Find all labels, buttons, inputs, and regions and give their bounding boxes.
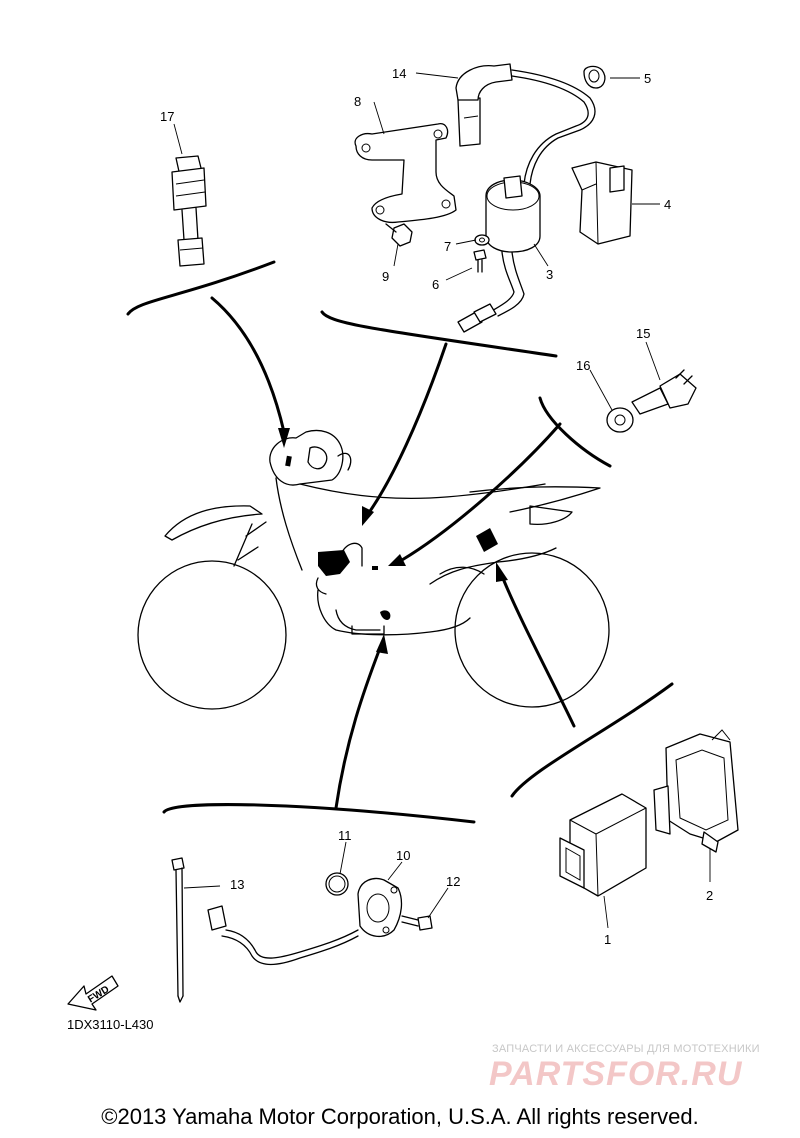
relay-location xyxy=(285,455,292,467)
group-brackets xyxy=(126,260,674,824)
part-6-screw xyxy=(473,249,487,273)
part-15-sensor xyxy=(631,369,697,415)
engine-front xyxy=(315,577,327,595)
pickup-location xyxy=(380,610,391,620)
callout-8: 8 xyxy=(354,94,361,109)
spark-plug-lead xyxy=(511,69,596,185)
frame-front xyxy=(275,477,303,571)
callout-11: 11 xyxy=(338,828,352,843)
oil-hose xyxy=(335,609,381,631)
copyright-notice: ©2013 Yamaha Motor Corporation, U.S.A. A… xyxy=(101,1104,699,1129)
cable-loop xyxy=(337,452,352,471)
part-14-plug-cap xyxy=(455,63,513,147)
callout-9: 9 xyxy=(382,269,389,284)
callout-1: 1 xyxy=(604,932,611,947)
leader-lines xyxy=(173,72,711,929)
callout-14: 14 xyxy=(392,66,406,81)
rear-fender xyxy=(469,486,601,513)
arrow-group-3 xyxy=(362,506,374,526)
pointer-group-1 xyxy=(500,574,576,728)
bracket-group-1 xyxy=(510,682,674,798)
bracket-group-3 xyxy=(320,310,558,358)
arrow-group-1 xyxy=(496,562,508,582)
rear-wheel xyxy=(454,552,610,708)
bracket-group-17 xyxy=(126,260,276,316)
watermark-logo: PARTSFOR.RU xyxy=(489,1055,743,1093)
part-9-bolt xyxy=(385,223,413,247)
motorcycle-outline xyxy=(137,429,610,710)
pointer-group-15 xyxy=(400,422,562,562)
part-13-cable-tie xyxy=(171,857,185,1003)
engine-bottom xyxy=(317,589,471,636)
arrow-group-15 xyxy=(388,554,406,566)
watermark-subtitle: ЗАПЧАСТИ И АКСЕССУАРЫ ДЛЯ МОТОТЕХНИКИ xyxy=(492,1043,760,1055)
part-17-relay xyxy=(171,155,207,267)
front-fender xyxy=(164,505,263,541)
bracket-bottom xyxy=(351,625,385,635)
bracket-group-15 xyxy=(538,396,612,468)
part-2-holder xyxy=(653,729,739,853)
callout-5: 5 xyxy=(644,71,651,86)
part-1-cdi xyxy=(559,793,647,897)
callout-12: 12 xyxy=(446,874,460,889)
callout-15: 15 xyxy=(636,326,650,341)
pointer-group-10 xyxy=(334,646,382,810)
fwd-arrow: FWD xyxy=(67,975,119,1011)
front-fork xyxy=(233,521,267,567)
callout-numbers: 1 2 3 4 5 6 7 8 9 10 11 12 13 14 15 16 1… xyxy=(160,66,713,947)
diagram-code: 1DX3110-L430 xyxy=(67,1017,154,1032)
callout-6: 6 xyxy=(432,277,439,292)
part-3-ignition-coil xyxy=(457,175,541,333)
arrow-group-10 xyxy=(376,634,388,654)
callout-7: 7 xyxy=(444,239,451,254)
spark-plug-lead-edge xyxy=(511,75,589,185)
coil-cap-location xyxy=(339,542,363,567)
number-plate xyxy=(269,429,344,486)
swingarm xyxy=(429,547,557,585)
callout-10: 10 xyxy=(396,848,410,863)
tank-top xyxy=(299,483,546,500)
part-10-pickup-coil xyxy=(207,877,403,966)
front-wheel xyxy=(137,560,287,710)
callout-13: 13 xyxy=(230,877,244,892)
pointer-group-17 xyxy=(210,296,286,434)
frame-rear xyxy=(439,566,485,575)
bracket-group-10 xyxy=(162,803,476,824)
part-4-cover xyxy=(571,161,633,245)
part-8-bracket xyxy=(354,123,457,224)
pointer-group-3 xyxy=(366,342,448,516)
cdi-location xyxy=(476,528,498,552)
part-16-gasket xyxy=(606,407,634,433)
part-5-cap xyxy=(583,65,606,89)
part-12-screw xyxy=(401,915,433,931)
ignition-coil-location xyxy=(318,550,350,576)
headlight-detail xyxy=(307,446,328,470)
callout-17: 17 xyxy=(160,109,174,124)
part-7-washer xyxy=(474,234,490,246)
arrow-group-17 xyxy=(278,428,290,448)
callout-16: 16 xyxy=(576,358,590,373)
callout-4: 4 xyxy=(664,197,671,212)
part-11-o-ring xyxy=(325,872,349,896)
side-cover xyxy=(529,505,573,526)
thermo-location xyxy=(372,566,378,570)
callout-2: 2 xyxy=(706,888,713,903)
callout-3: 3 xyxy=(546,267,553,282)
